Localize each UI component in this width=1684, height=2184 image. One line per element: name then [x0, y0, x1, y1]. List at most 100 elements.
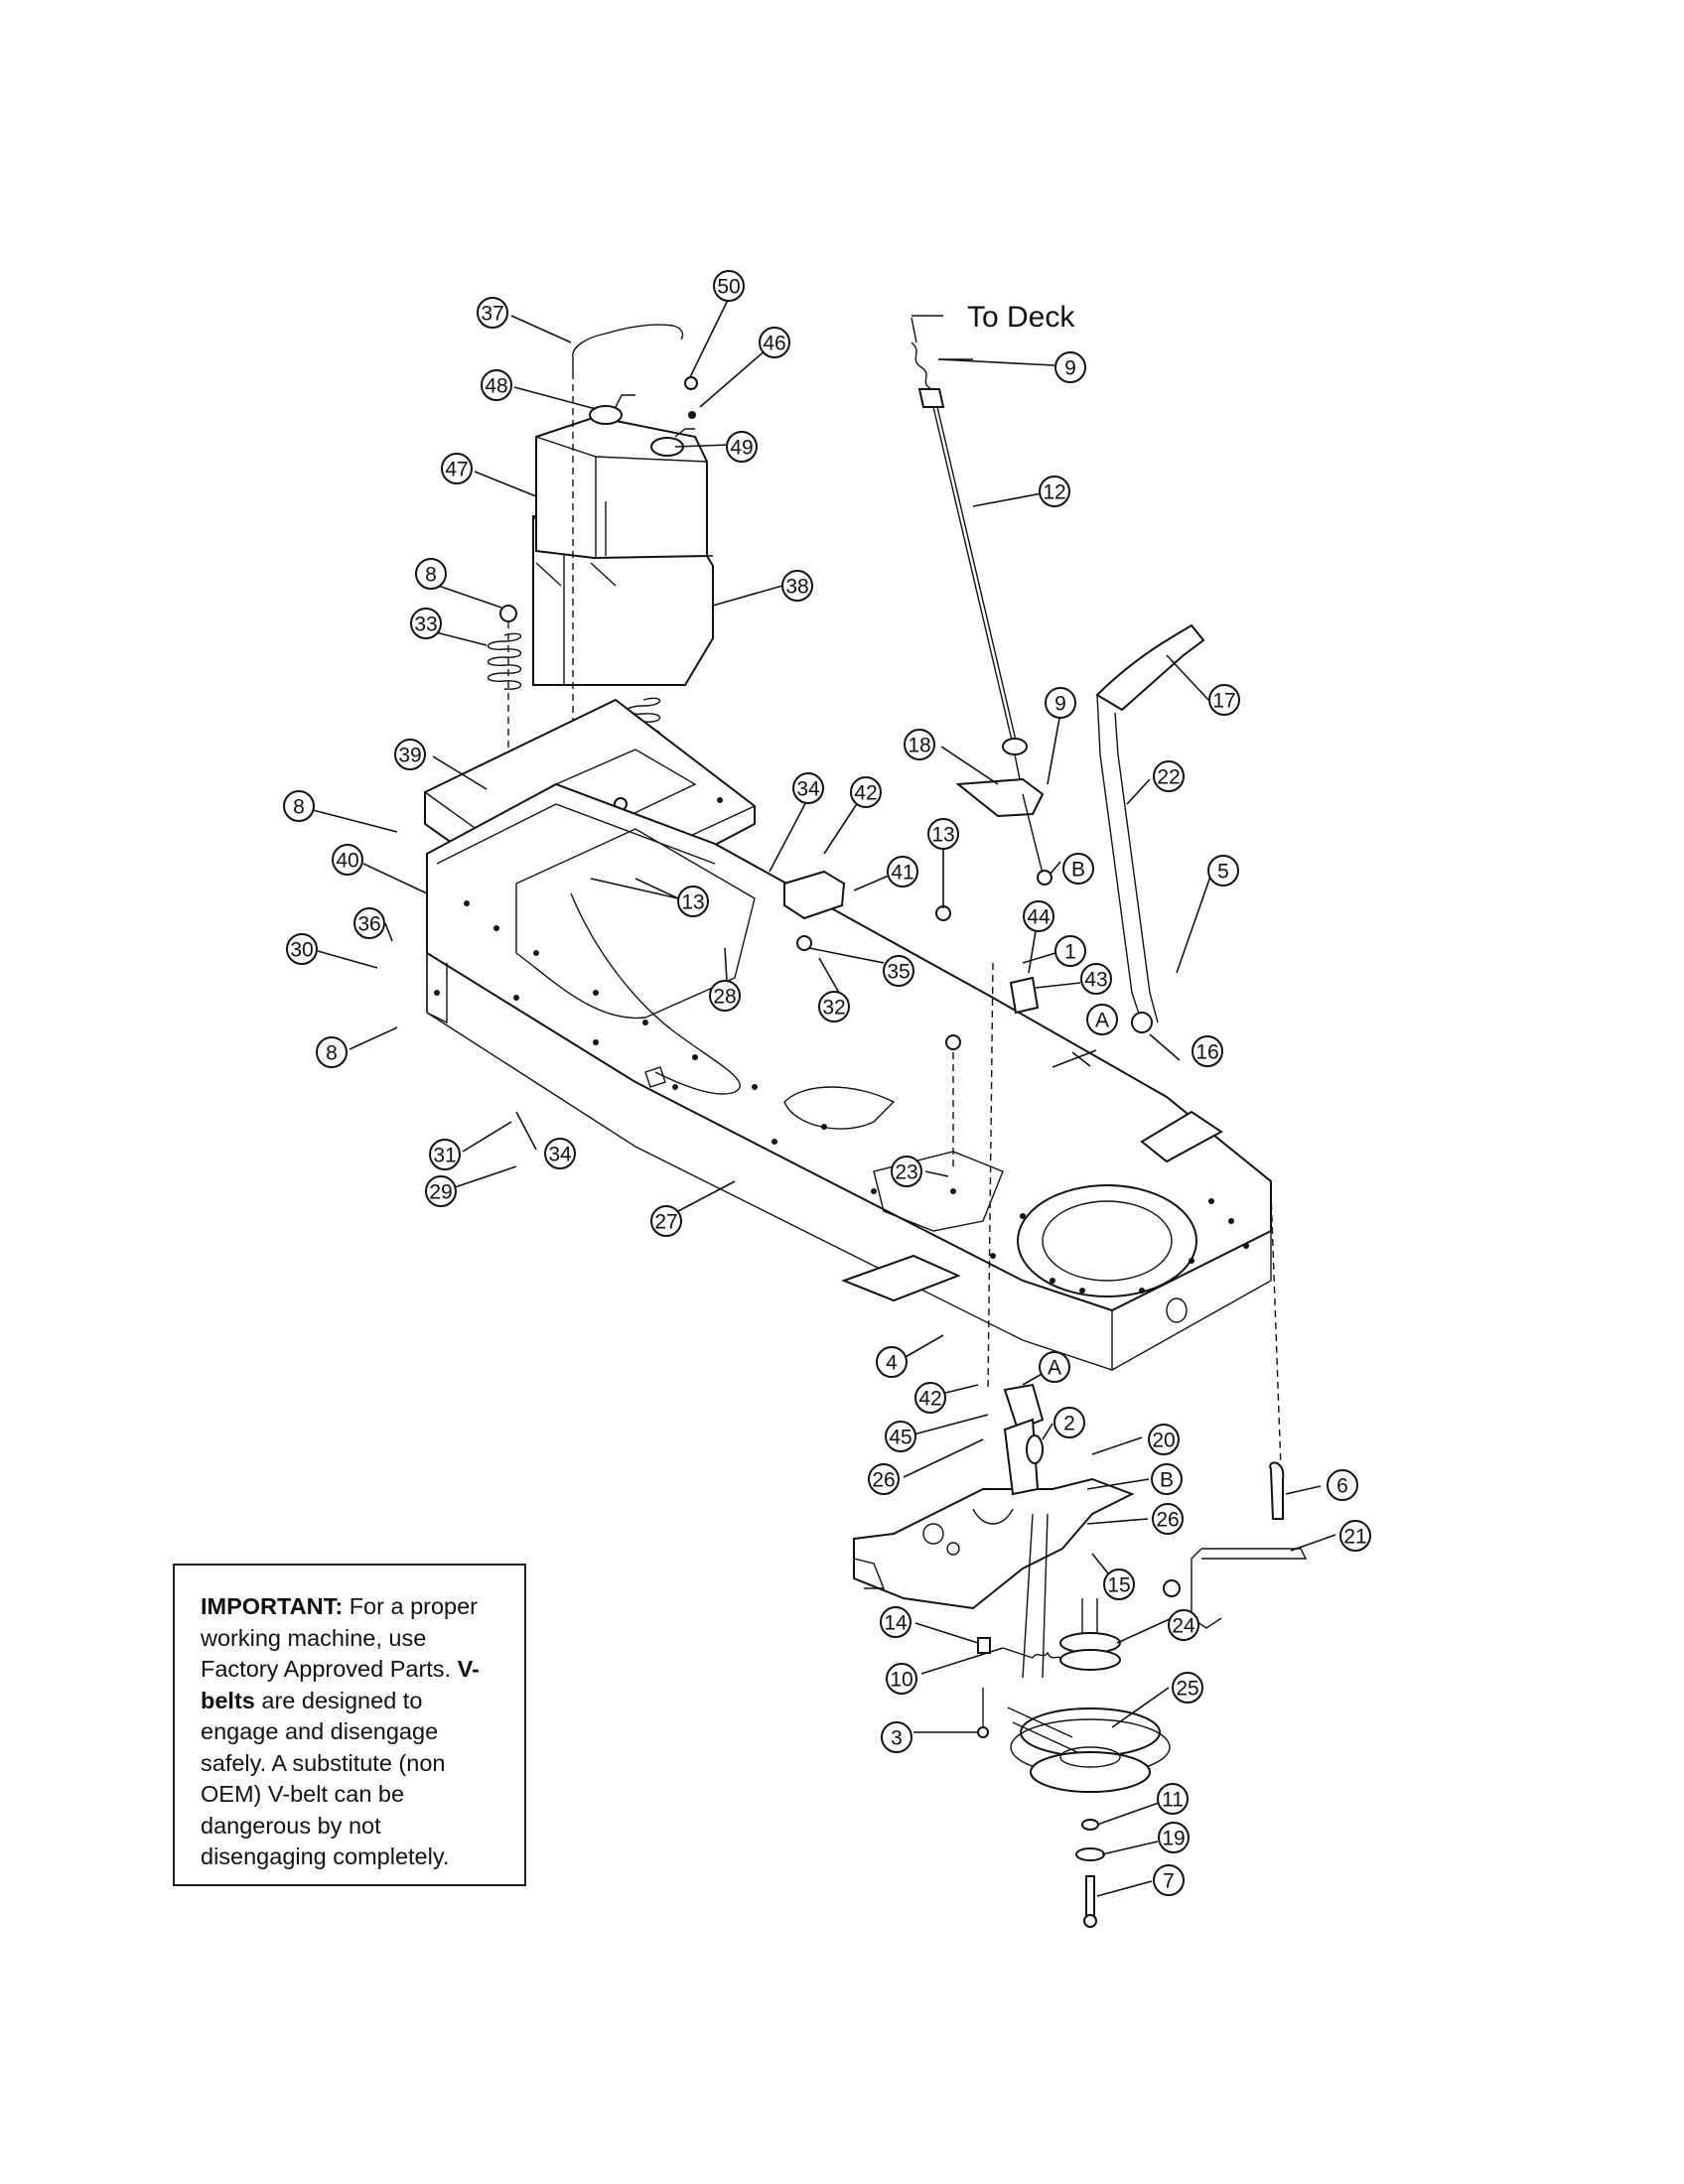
callout-9a: 9 [1054, 351, 1086, 383]
callout-30: 30 [286, 933, 318, 965]
callout-circle [410, 608, 442, 639]
callout-circle [429, 1139, 461, 1170]
callout-circle [709, 980, 741, 1012]
callout-26a: 26 [868, 1463, 900, 1495]
callout-39: 39 [394, 739, 426, 770]
to-deck-label: To Deck [967, 301, 1075, 334]
callout-label: 18 [908, 735, 930, 757]
callout-20: 20 [1148, 1424, 1180, 1455]
callout-22: 22 [1153, 760, 1185, 792]
callout-label: 8 [326, 1042, 338, 1065]
callout-label: 29 [429, 1181, 452, 1204]
callout-circle [353, 907, 385, 939]
callout-label: 50 [717, 276, 740, 299]
callout-7: 7 [1153, 1864, 1185, 1896]
callout-16: 16 [1192, 1035, 1223, 1067]
callout-label: 34 [548, 1144, 572, 1166]
callout-circle [887, 856, 918, 887]
callout-label: 38 [785, 576, 808, 599]
callout-circle [1039, 476, 1070, 507]
callout-circle [650, 1205, 682, 1237]
callout-label: 13 [681, 891, 704, 914]
callout-label: B [1071, 859, 1085, 882]
callout-label: 3 [891, 1727, 903, 1750]
brake-lever [1095, 623, 1205, 1033]
callout-B1: B [1062, 853, 1094, 885]
callout-circle [1157, 1783, 1189, 1815]
callout-label: 46 [763, 333, 785, 355]
callout-circle [880, 1606, 912, 1638]
callout-circle [1192, 1035, 1223, 1067]
callout-circle [415, 558, 447, 590]
callout-circle [1054, 935, 1086, 967]
callout-circle [1339, 1520, 1371, 1552]
callout-circle [792, 772, 824, 804]
callout-circle [1103, 1569, 1135, 1600]
callout-label: 49 [730, 437, 753, 460]
callout-circle [1168, 1609, 1199, 1641]
linkage-rod [1163, 1461, 1308, 1629]
callout-circle [1148, 1424, 1180, 1455]
callout-48: 48 [481, 369, 512, 401]
callout-circle [441, 453, 473, 484]
callout-4: 4 [876, 1346, 908, 1378]
callout-12: 12 [1039, 476, 1070, 507]
callout-24: 24 [1168, 1609, 1199, 1641]
callout-15: 15 [1103, 1569, 1135, 1600]
callout-label: 24 [1172, 1615, 1195, 1638]
callout-label: B [1160, 1469, 1174, 1492]
callout-41: 41 [887, 856, 918, 887]
notice-text-1: For a proper working machine, use Factor… [201, 1593, 479, 1682]
callout-circle [781, 570, 813, 602]
callout-label: 26 [1156, 1509, 1179, 1532]
callout-43: 43 [1080, 963, 1112, 995]
callout-label: 9 [1064, 357, 1076, 380]
callout-31: 31 [429, 1139, 461, 1170]
callout-circle [283, 790, 315, 822]
callout-label: A [1095, 1010, 1109, 1032]
callout-A2: A [1039, 1351, 1070, 1383]
callout-circle [1327, 1469, 1358, 1501]
callout-circle [544, 1138, 576, 1169]
callout-circle [904, 729, 935, 760]
callout-36: 36 [353, 907, 385, 939]
callout-label: 17 [1212, 690, 1235, 713]
callout-label: 37 [481, 303, 503, 326]
important-notice: IMPORTANT: For a proper working machine,… [173, 1564, 526, 1886]
callout-25: 25 [1172, 1672, 1203, 1704]
callout-B2: B [1151, 1463, 1183, 1495]
callout-circle [1208, 684, 1240, 716]
callout-label: 7 [1163, 1870, 1175, 1893]
callout-1: 1 [1054, 935, 1086, 967]
callout-21: 21 [1339, 1520, 1371, 1552]
callout-8a: 8 [415, 558, 447, 590]
callout-circle [1152, 1503, 1184, 1535]
callout-label: 15 [1107, 1574, 1130, 1597]
callout-label: 30 [290, 939, 313, 962]
callout-circle [927, 818, 959, 850]
callout-19: 19 [1158, 1822, 1190, 1853]
main-frame [426, 782, 1272, 1371]
callout-circle [1053, 1407, 1085, 1438]
callout-label: 8 [425, 564, 437, 587]
callout-label: 25 [1176, 1678, 1198, 1701]
callout-8b: 8 [283, 790, 315, 822]
callout-label: 4 [886, 1352, 898, 1375]
callout-circle [886, 1663, 917, 1695]
deck-cable [911, 317, 1052, 886]
callout-label: 41 [891, 862, 913, 885]
callout-label: 2 [1063, 1413, 1075, 1435]
callout-circle [1153, 1864, 1185, 1896]
callout-circle [881, 1721, 912, 1753]
callout-26b: 26 [1152, 1503, 1184, 1535]
callout-label: 42 [918, 1388, 941, 1411]
callout-circle [332, 844, 363, 876]
callout-label: A [1048, 1357, 1061, 1380]
vbelts-label: V-belts [201, 1656, 480, 1713]
callout-circle [1172, 1672, 1203, 1704]
callout-label: 21 [1343, 1526, 1366, 1549]
callout-50: 50 [713, 270, 745, 302]
callout-label: 42 [854, 782, 877, 805]
callout-circle [1158, 1822, 1190, 1853]
callout-circle [1207, 855, 1239, 887]
